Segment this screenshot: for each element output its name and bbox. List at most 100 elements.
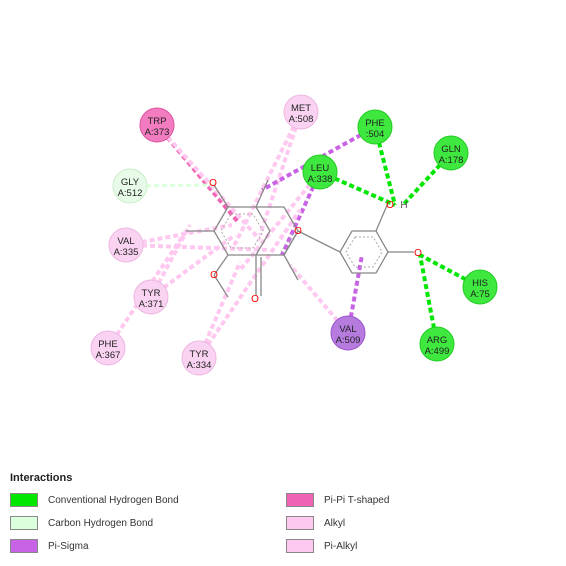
residue-name: LEU — [311, 163, 330, 174]
residue-chain-number: A:367 — [96, 350, 121, 361]
residue-chain-number: A:371 — [139, 299, 164, 310]
bond — [213, 184, 229, 208]
interaction-lines — [106, 111, 481, 360]
interaction-line-trp373-pipi — [155, 123, 240, 224]
interaction-line-val335-alkyl — [125, 223, 233, 247]
residue-circle — [433, 135, 469, 171]
ring-middle-double — [283, 230, 299, 256]
residue-name: TYR — [142, 288, 161, 299]
residue-circle — [283, 94, 319, 130]
residue-chain-number: A:512 — [118, 188, 143, 199]
oxygen-atom: O — [251, 294, 259, 305]
interaction-line-met508-alkyl — [230, 111, 303, 251]
legend-label: Pi-Pi T-shaped — [324, 494, 390, 506]
legend-label: Pi-Sigma — [48, 540, 89, 552]
bond — [297, 230, 341, 253]
legend-item-alkyl: Alkyl — [286, 515, 345, 531]
residue-name: ARG — [427, 335, 448, 346]
residue-chain-number: A:75 — [470, 289, 490, 300]
residue-chain-number: A:373 — [145, 127, 170, 138]
interaction-line-val509-alkyl — [288, 263, 350, 335]
legend-label: Carbon Hydrogen Bond — [48, 517, 154, 529]
residue-circle — [181, 340, 217, 376]
residue-circle — [90, 330, 126, 366]
residue-name: TRP — [148, 116, 167, 127]
legend-swatch — [286, 493, 314, 507]
interaction-line-gly512-chbond — [129, 183, 215, 188]
residue-name: PHE — [365, 118, 385, 129]
residue-name: VAL — [117, 236, 134, 247]
residue-name: GLY — [121, 177, 140, 188]
interaction-line-tyr334-alkyl — [197, 208, 302, 360]
bond — [213, 274, 229, 298]
legend-label: Pi-Alkyl — [324, 540, 358, 552]
residue-circle — [133, 279, 169, 315]
bond — [283, 254, 299, 281]
interaction-legend: Interactions Conventional Hydrogen Bond … — [10, 470, 550, 560]
residue-circle — [419, 326, 455, 362]
residue-chain-number: A:508 — [289, 114, 314, 125]
interaction-line-val509-pisigma — [346, 254, 364, 334]
residue-circle — [357, 109, 393, 145]
legend-swatch — [10, 493, 38, 507]
legend-swatch — [10, 516, 38, 530]
residue-circle — [108, 227, 144, 263]
bond — [213, 254, 229, 276]
legend-label: Conventional Hydrogen Bond — [48, 494, 179, 506]
legend-label: Alkyl — [324, 517, 346, 529]
residue-chain-number: :504 — [366, 129, 385, 140]
residue-chain-number: A:509 — [336, 335, 361, 346]
residue-name: MET — [291, 103, 311, 114]
interaction-line-phe504-hbond — [373, 126, 397, 206]
residue-name: PHE — [98, 339, 118, 350]
legend-swatch — [286, 539, 314, 553]
legend-item-pi-alkyl: Pi-Alkyl — [286, 538, 357, 554]
residue-name: TYR — [190, 349, 209, 360]
oxygen-atom: O — [210, 270, 218, 281]
interaction-line-met508-alkyl — [258, 111, 303, 236]
oxygen-atom: O — [386, 200, 394, 211]
ring-left-inner — [220, 213, 264, 249]
legend-item-pi-sigma: Pi-Sigma — [10, 538, 89, 554]
legend-title: Interactions — [10, 472, 73, 484]
interaction-line-leu338-alkyl — [238, 170, 322, 272]
residue-chain-number: A:334 — [187, 360, 212, 371]
legend-item-carbon-hbond: Carbon Hydrogen Bond — [10, 515, 153, 531]
bond — [255, 179, 269, 208]
hydrogen-atom: H — [400, 200, 407, 211]
interaction-line-trp373-alkyl — [155, 123, 262, 242]
residue-circle — [462, 269, 498, 305]
legend-swatch — [286, 516, 314, 530]
residue-circle — [112, 168, 148, 204]
residue-circle — [139, 107, 175, 143]
residue-name: HIS — [472, 278, 488, 289]
ligand-structure: O O O O O H O — [186, 178, 422, 305]
residue-chain-number: A:335 — [114, 247, 139, 258]
residue-name: VAL — [339, 324, 356, 335]
residue-circle — [302, 154, 338, 190]
oxygen-atom: O — [209, 178, 217, 189]
oxygen-atom: O — [294, 226, 302, 237]
residue-node-phe504[interactable]: PHE:504 — [357, 109, 393, 145]
oxygen-atom: O — [414, 248, 422, 259]
interaction-line-arg499-hbond — [418, 254, 439, 345]
interaction-line-val335-alkyl — [125, 243, 271, 252]
bond — [375, 202, 389, 232]
residue-name: GLN — [441, 144, 461, 155]
legend-swatch — [10, 539, 38, 553]
ring-right-inner — [345, 236, 383, 268]
